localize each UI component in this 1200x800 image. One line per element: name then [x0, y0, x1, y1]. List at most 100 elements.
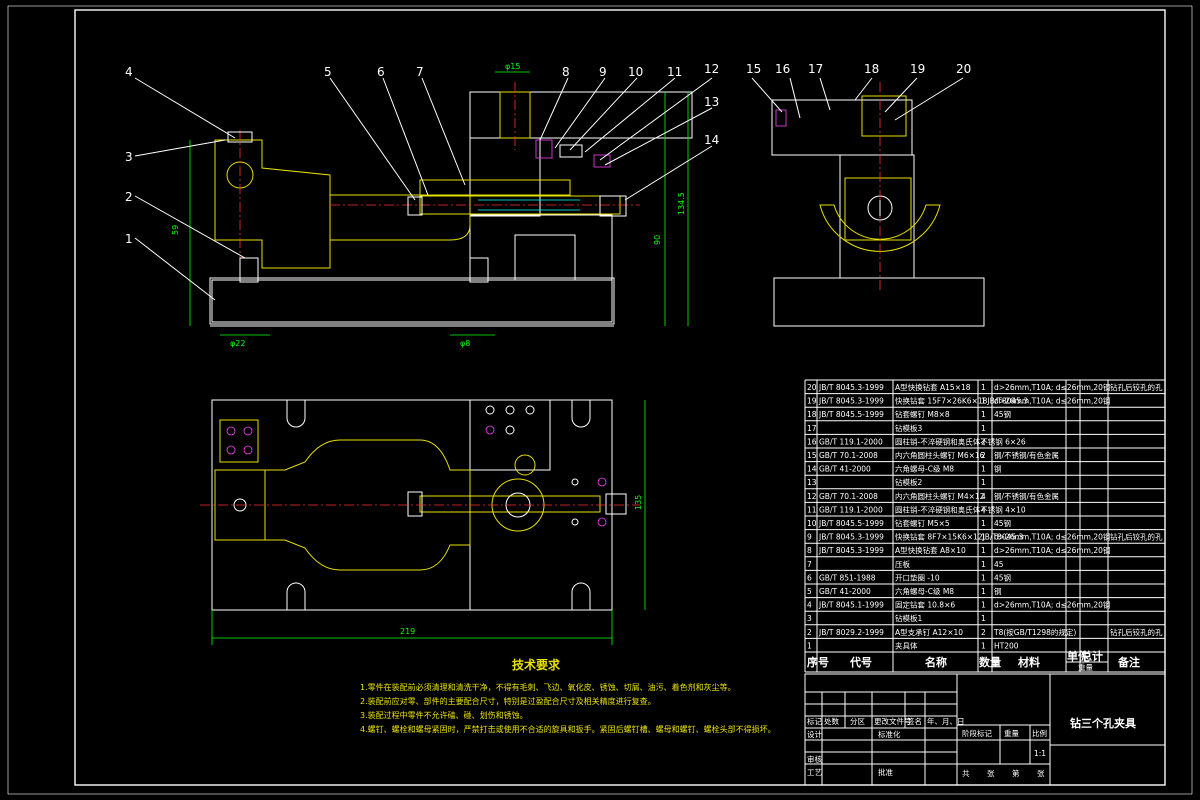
dim-d2: φ15: [505, 62, 520, 71]
bom-cell: GB/T 70.1-2008: [819, 451, 878, 460]
bom-cell: 4: [807, 601, 812, 610]
balloon-12: 12: [704, 62, 719, 76]
bom-cell: JB/T 8045.5-1999: [818, 519, 884, 528]
balloon-1: 1: [125, 232, 133, 246]
bom-cell: 钢/不锈钢/有色金属: [994, 491, 1059, 501]
bom-cell: T8(按GB/T1298的规定): [993, 627, 1076, 637]
bom-cell: 17: [807, 424, 817, 433]
bom-cell: 4: [981, 492, 986, 501]
bom-cell: 10: [807, 519, 817, 528]
scale-label: 比例: [1032, 728, 1047, 738]
bom-cell: 钢/不锈钢/有色金属: [994, 450, 1059, 460]
tech-heading: 技术要求: [512, 657, 561, 672]
front-leaders: [134, 77, 713, 301]
rev-h-date: 年、月、日: [927, 716, 965, 726]
bom-cell: 开口垫圈 -10: [895, 572, 940, 582]
bom-cell: JB/T 8029.2-1999: [818, 628, 884, 637]
sheet-no-unit: 张: [1037, 769, 1045, 778]
bom-cell: 14: [807, 465, 817, 474]
bom-cell: 1: [981, 424, 986, 433]
bom-cell: 1: [981, 614, 986, 623]
bom-cell: d>26mm,T10A; d≤26mm,20钢: [994, 545, 1110, 555]
tech-item-3: 3.装配过程中零件不允许磕、碰、划伤和锈蚀。: [360, 710, 528, 720]
side-view: [771, 82, 985, 327]
bom-cell: GB/T 119.1-2000: [819, 505, 883, 514]
bom-cell: 1: [981, 641, 986, 650]
dim-plan-width: 135: [634, 495, 643, 510]
balloon-9: 9: [599, 65, 607, 79]
bom-header: 材料: [1018, 655, 1040, 669]
title-block: 标记 处数 分区 更改文件号 签名 年、月、日 设计 标准化 审核 工艺 批准 …: [804, 673, 1166, 786]
dim-top-width: φ22: [230, 339, 245, 348]
bom-cell: A型快换钻套 A8×10: [895, 545, 966, 555]
bom-cell: 钻孔后铰孔的孔: [1110, 627, 1163, 637]
bom-cell: 1: [981, 410, 986, 419]
bom-cell: 圆柱销-不淬硬钢和奥氏体不锈钢 6×26: [895, 436, 1026, 446]
balloon-6: 6: [377, 65, 385, 79]
bom-cell: 13: [807, 478, 817, 487]
bom-cell: JB/T 8045.1-1999: [818, 601, 884, 610]
bom-cell: 钻孔后铰孔的孔: [1110, 382, 1163, 392]
bom-cell: 45: [994, 560, 1004, 569]
bom-header: 序号: [807, 655, 829, 669]
bom-cell: 2: [981, 437, 986, 446]
bom-cell: 16: [807, 437, 817, 446]
role-standard: 标准化: [878, 729, 901, 739]
bom-cell: HT200: [994, 641, 1019, 650]
bom-cell: 1: [981, 601, 986, 610]
bom-cell: 钢: [994, 464, 1002, 474]
bom-cell: GB/T 70.1-2008: [819, 492, 878, 501]
balloon-13: 13: [704, 95, 719, 109]
balloon-18: 18: [864, 62, 879, 76]
stage-label: 阶段标记: [962, 728, 992, 738]
bom-cell: 1: [981, 383, 986, 392]
role-check: 审核: [807, 754, 822, 764]
weight-label: 重量: [1004, 729, 1019, 738]
bom-cell: 19: [807, 397, 817, 406]
bom-header: 数量: [979, 655, 1001, 669]
bom-cell: GB/T 851-1988: [819, 573, 876, 582]
bom-header: 单件: [1067, 649, 1089, 663]
balloon-15: 15: [746, 62, 761, 76]
bom-cell: 固定钻套 10.8×6: [895, 600, 955, 610]
bom-cell: 45钢: [994, 409, 1011, 419]
bom-cell: JB/T 8045.3-1999: [818, 533, 884, 542]
bom-cell: 12: [807, 492, 817, 501]
bom-cell: 1: [981, 519, 986, 528]
scale-value: 1:1: [1034, 749, 1046, 758]
rev-h-mark: 标记: [807, 716, 822, 726]
bom-cell: 1: [981, 397, 986, 406]
balloon-7: 7: [416, 65, 424, 79]
bom-cell: 8: [807, 546, 812, 555]
side-leaders: [751, 77, 964, 121]
bom-cell: 1: [807, 641, 812, 650]
bom-cell: 45钢: [994, 572, 1011, 582]
bom-cell: d>26mm,T10A; d≤26mm,20钢: [994, 382, 1110, 392]
dim-height-left: 59: [171, 225, 180, 235]
bom-header: 代号: [849, 655, 872, 669]
tech-requirements: 技术要求 1.零件在装配前必须清理和清洗干净，不得有毛刺、飞边、氧化皮、锈蚀、切…: [360, 657, 776, 734]
balloon-19: 19: [910, 62, 925, 76]
bom-cell: GB/T 41-2000: [819, 587, 871, 596]
bom-cell: 六角螺母-C级 M8: [895, 464, 954, 474]
bom-cell: 快换钻套 8F7×15K6×12JB/T8045.3: [895, 532, 1024, 542]
rev-h-sign: 签名: [907, 716, 922, 726]
balloon-2: 2: [125, 190, 133, 204]
bom-cell: JB/T 8045.3-1999: [818, 546, 884, 555]
bom-cell: 9: [807, 533, 812, 542]
bom-cell: 11: [807, 505, 817, 514]
bom-cell: 2: [981, 451, 986, 460]
tech-item-2: 2.装配前应对零、部件的主要配合尺寸，特别是过盈配合尺寸及相关精度进行复查。: [360, 696, 656, 706]
bom-cell: 钻模板3: [895, 423, 922, 433]
bom-cell: d>26mm,T10A; d≤26mm,20钢: [994, 532, 1110, 542]
bom-cell: 45钢: [994, 518, 1011, 528]
side-balloons: 15 16 17 18 19 20: [746, 62, 971, 76]
bom-cell: 1: [981, 533, 986, 542]
tech-item-1: 1.零件在装配前必须清理和清洗干净，不得有毛刺、飞边、氧化皮、锈蚀、切屑、油污、…: [360, 682, 736, 692]
bom-header: 备注: [1117, 655, 1140, 669]
bom-header-weight: 重量: [1078, 663, 1094, 672]
bom-cell: 夹具体: [895, 640, 918, 650]
dim-height-main: 90: [653, 235, 662, 245]
